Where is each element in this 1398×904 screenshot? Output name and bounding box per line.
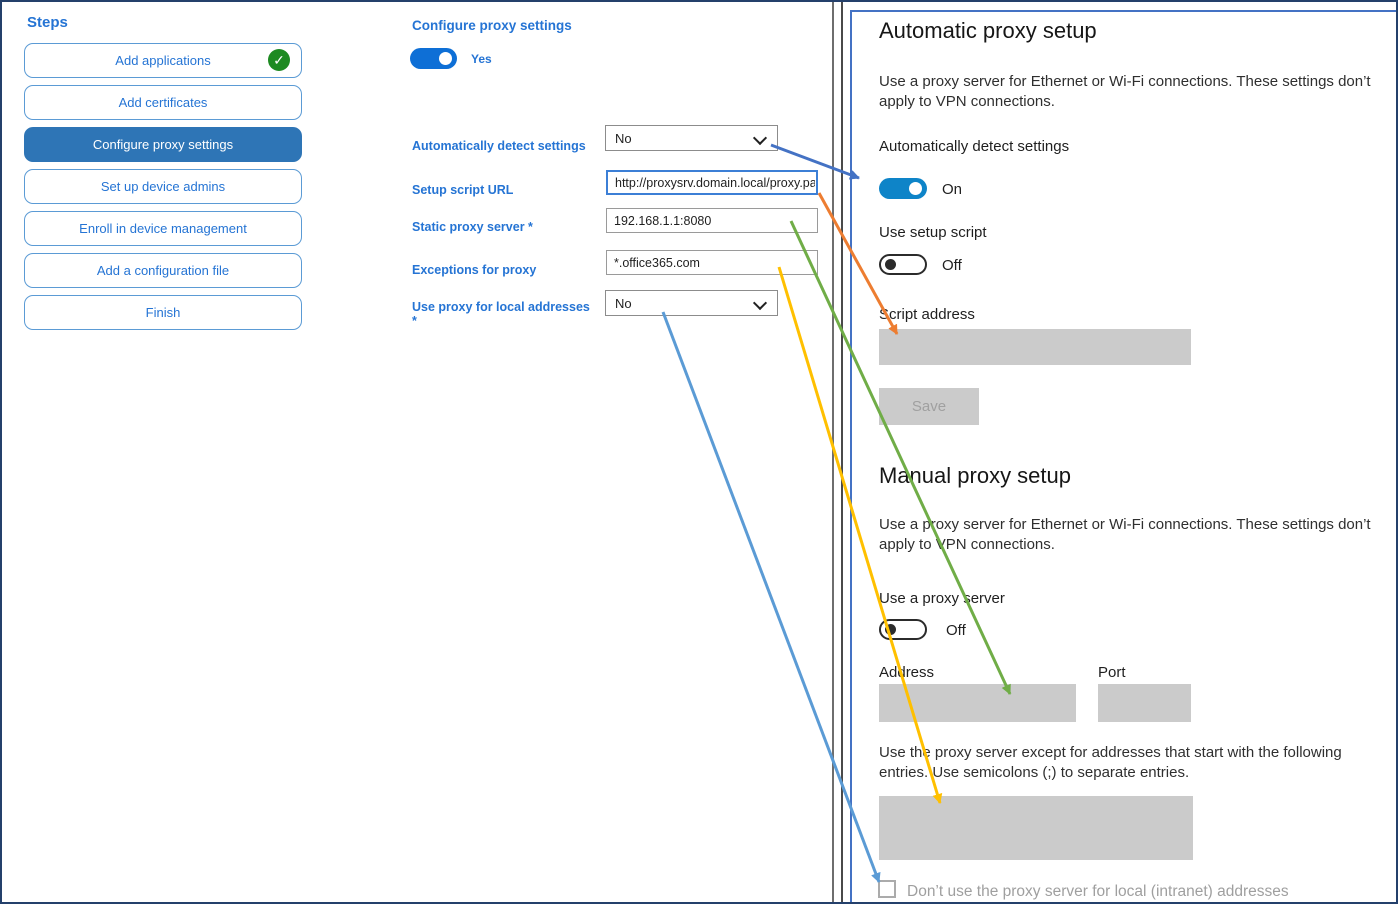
step-label: Add a configuration file [96, 263, 230, 278]
toggle-knob [909, 182, 922, 195]
toggle-knob [885, 259, 896, 270]
pane-divider [841, 2, 843, 902]
step-label: Enroll in device management [79, 221, 247, 236]
local-intranet-checkbox-label: Don’t use the proxy server for local (in… [907, 883, 1289, 900]
toggle-knob [439, 52, 452, 65]
use-proxy-server-label: Use a proxy server [879, 590, 1005, 607]
auto-detect-settings-label: Automatically detect settings [879, 138, 1070, 155]
step-enroll-in-device-management[interactable]: Enroll in device management [24, 211, 302, 246]
toggle-knob [885, 624, 896, 635]
use-setup-script-label: Use setup script [879, 224, 987, 241]
manual-proxy-setup-title: Manual proxy setup [879, 463, 1071, 488]
address-label: Address [879, 664, 935, 681]
use-proxy-server-state: Off [946, 622, 966, 639]
manual-proxy-description: Use a proxy server for Ethernet or Wi-Fi… [879, 516, 1371, 553]
auto-detect-label: Automatically detect settings [412, 139, 586, 153]
chevron-down-icon [752, 130, 768, 146]
setup-script-url-label: Setup script URL [412, 183, 514, 197]
automatic-proxy-description: Use a proxy server for Ethernet or Wi-Fi… [879, 73, 1371, 110]
static-proxy-server-label: Static proxy server * [412, 220, 533, 234]
dropdown-value: No [615, 130, 632, 146]
use-proxy-server-toggle[interactable] [879, 619, 927, 640]
step-label: Finish [145, 305, 181, 320]
local-intranet-checkbox[interactable] [878, 880, 896, 898]
exceptions-for-proxy-label: Exceptions for proxy [412, 263, 537, 277]
auto-detect-dropdown[interactable]: No [605, 125, 778, 151]
port-input[interactable] [1098, 684, 1191, 722]
steps-nav: Add applications ✓ Add certificates Conf… [24, 43, 302, 330]
static-proxy-server-input[interactable] [606, 208, 818, 233]
auto-detect-settings-toggle[interactable] [879, 178, 927, 199]
save-button[interactable]: Save [879, 388, 979, 425]
use-proxy-local-label: Use proxy for local addresses * [412, 300, 590, 328]
use-proxy-local-dropdown[interactable]: No [605, 290, 778, 316]
port-label: Port [1098, 664, 1126, 681]
script-address-input[interactable] [879, 329, 1191, 365]
page-title: Configure proxy settings [412, 18, 572, 33]
script-address-label: Script address [879, 306, 975, 323]
proxy-exceptions-textarea[interactable] [879, 796, 1193, 860]
step-finish[interactable]: Finish [24, 295, 302, 330]
local-addresses-mapping [661, 311, 881, 883]
step-set-up-device-admins[interactable]: Set up device admins [24, 169, 302, 204]
address-input[interactable] [879, 684, 1076, 722]
use-setup-script-state: Off [942, 257, 962, 274]
step-label: Set up device admins [100, 179, 226, 194]
configure-proxy-toggle[interactable] [410, 48, 457, 69]
step-add-certificates[interactable]: Add certificates [24, 85, 302, 120]
automatic-proxy-setup-title: Automatic proxy setup [879, 18, 1097, 43]
steps-title: Steps [27, 14, 68, 31]
step-label: Add certificates [118, 95, 208, 110]
auto-detect-settings-state: On [942, 181, 963, 198]
use-setup-script-toggle[interactable] [879, 254, 927, 275]
chevron-down-icon [752, 295, 768, 311]
configure-proxy-toggle-state: Yes [471, 52, 492, 66]
step-add-applications[interactable]: Add applications ✓ [24, 43, 302, 78]
setup-script-url-input[interactable] [606, 170, 818, 195]
step-configure-proxy-settings[interactable]: Configure proxy settings [24, 127, 302, 162]
step-label: Add applications [115, 53, 211, 68]
exceptions-for-proxy-input[interactable] [606, 250, 818, 275]
proxy-exceptions-description: Use the proxy server except for addresse… [879, 744, 1342, 781]
step-add-a-configuration-file[interactable]: Add a configuration file [24, 253, 302, 288]
check-icon: ✓ [268, 49, 290, 71]
step-label: Configure proxy settings [92, 137, 234, 152]
dropdown-value: No [615, 295, 632, 311]
pane-divider [832, 2, 834, 902]
